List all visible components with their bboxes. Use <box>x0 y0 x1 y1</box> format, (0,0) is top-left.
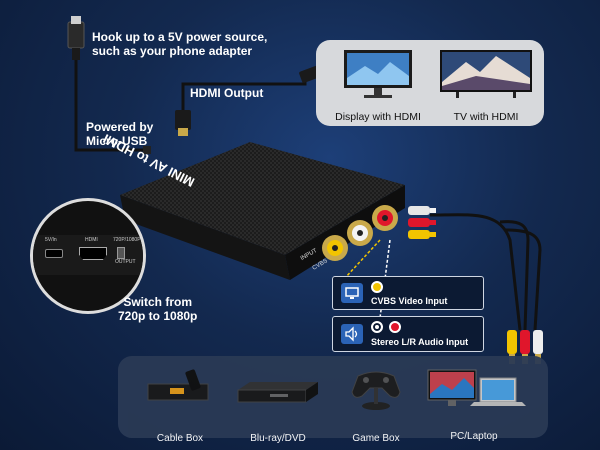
powered-by-line1: Powered by <box>86 120 154 134</box>
source-game-box: Game Box <box>336 362 416 444</box>
cable-box-label: Cable Box <box>156 433 204 444</box>
output-display: Display with HDMI <box>330 48 426 123</box>
monitor-icon <box>341 283 363 303</box>
cvbs-input-badge: CVBS Video Input <box>332 276 484 310</box>
cable-box-icon <box>147 369 209 401</box>
micro-usb-port <box>45 249 63 258</box>
speaker-icon <box>341 324 363 344</box>
output-tv: TV with HDMI <box>436 48 536 123</box>
switch-note-line2: 720p to 1080p <box>118 309 198 323</box>
port-zoom-switch-label: 720P/1080P <box>113 237 141 243</box>
source-bluray: Blu-ray/DVD <box>230 366 326 444</box>
output-tv-label: TV with HDMI <box>453 111 519 123</box>
pc-laptop-icon <box>427 369 526 406</box>
hdmi-output-label: HDMI Output <box>190 86 264 100</box>
game-controller-icon <box>351 371 401 410</box>
audio-input-badge: Stereo L/R Audio Input <box>332 316 484 352</box>
red-rca-dot <box>389 321 401 333</box>
port-zoom: 5V/In HDMI 720P/1080P OUTPUT <box>30 198 146 314</box>
powered-by-note: Powered by Micro-USB <box>86 120 153 148</box>
resolution-switch[interactable] <box>117 247 125 259</box>
power-note: Hook up to a 5V power source, such as yo… <box>92 30 267 58</box>
cvbs-input-label: CVBS Video Input <box>371 296 448 306</box>
yellow-rca-dot <box>371 281 383 293</box>
source-pc-laptop: PC/Laptop <box>418 364 530 442</box>
port-zoom-hdmi-label: HDMI <box>85 237 98 243</box>
switch-note: Switch from 720p to 1080p <box>118 295 197 323</box>
game-box-label: Game Box <box>352 433 400 444</box>
bluray-label: Blu-ray/DVD <box>250 433 306 444</box>
output-panel: Display with HDMI TV with HDMI <box>316 40 544 126</box>
port-zoom-usb-label: 5V/In <box>45 237 57 243</box>
bluray-player-icon <box>237 382 318 403</box>
tv-icon <box>440 50 532 98</box>
power-note-line1: Hook up to a 5V power source, <box>92 30 268 44</box>
powered-by-line2: Micro-USB <box>86 134 148 148</box>
audio-input-label: Stereo L/R Audio Input <box>371 337 469 347</box>
hdmi-port <box>79 247 107 260</box>
monitor-icon <box>344 50 412 98</box>
output-display-label: Display with HDMI <box>335 111 421 123</box>
switch-note-line1: Switch from <box>123 295 193 309</box>
power-note-line2: such as your phone adapter <box>92 44 253 58</box>
port-zoom-output-label: OUTPUT <box>115 259 136 265</box>
source-cable-box: Cable Box <box>140 366 220 444</box>
white-rca-dot <box>371 321 383 333</box>
pc-laptop-label: PC/Laptop <box>450 431 498 442</box>
sources-panel: Cable Box Blu-ray/DVD Game Box <box>118 356 548 444</box>
